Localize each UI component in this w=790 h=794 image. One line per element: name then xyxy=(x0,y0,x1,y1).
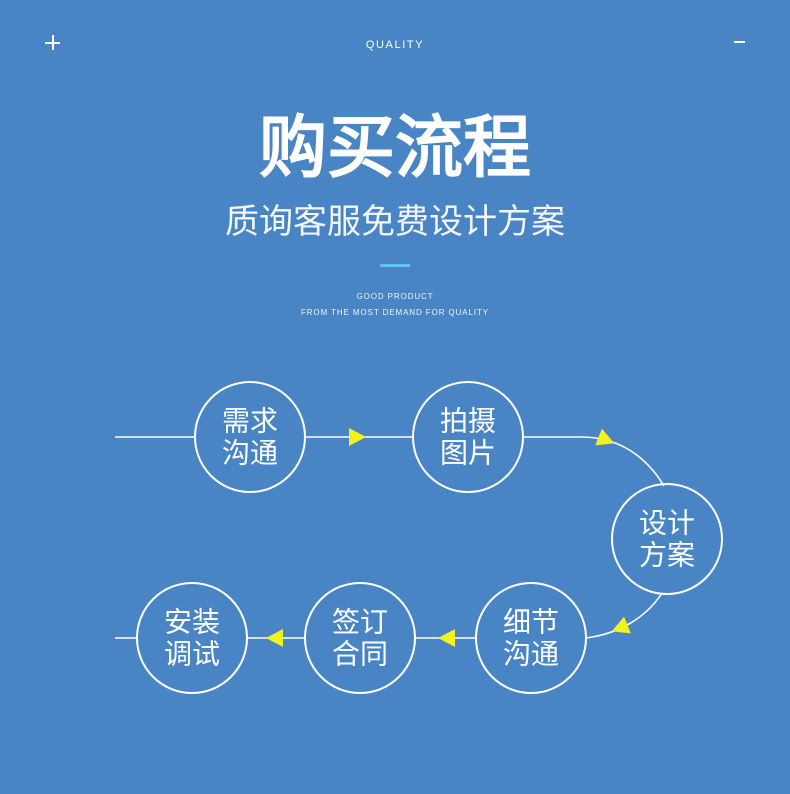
step-label-line2: 合同 xyxy=(332,639,388,670)
step-circle xyxy=(475,582,587,694)
page-subtitle: 质询客服免费设计方案 xyxy=(225,203,565,241)
step-5: 签订 合同 xyxy=(304,582,416,694)
step-label-line2: 图片 xyxy=(440,438,496,469)
step-label-line1: 设计 xyxy=(639,508,695,539)
step-3: 设计 方案 xyxy=(611,483,723,595)
flow-arrow-down-left xyxy=(611,616,631,634)
step-label-line1: 细节 xyxy=(503,607,559,638)
connector-curve xyxy=(585,592,663,639)
step-circle xyxy=(412,381,524,493)
step-label-line2: 沟通 xyxy=(503,639,559,670)
step-circle xyxy=(136,582,248,694)
step-label-line1: 签订 xyxy=(332,607,388,638)
step-label-line2: 方案 xyxy=(639,540,695,571)
tagline-demand-quality: FROM THE MOST DEMAND FOR QUALITY xyxy=(300,308,490,317)
step-4: 细节 沟通 xyxy=(475,582,587,694)
tagline-good-product: GOOD PRODUCT xyxy=(356,292,434,301)
step-6: 安装 调试 xyxy=(136,582,248,694)
step-label-line1: 拍摄 xyxy=(440,406,496,437)
step-2: 拍摄 图片 xyxy=(412,381,524,493)
page-title: 购买流程 xyxy=(258,110,531,186)
minus-icon xyxy=(734,41,745,43)
step-label-line1: 安装 xyxy=(164,607,220,638)
step-circle xyxy=(304,582,416,694)
flow-arrow-right xyxy=(349,428,366,446)
step-circle xyxy=(611,483,723,595)
quality-label: QUALITY xyxy=(365,39,425,51)
accent-divider xyxy=(380,264,410,267)
step-circle xyxy=(194,381,306,493)
step-label-line2: 沟通 xyxy=(222,438,278,469)
flow-arrow-left xyxy=(266,629,283,647)
plus-icon xyxy=(45,35,60,50)
step-1: 需求 沟通 xyxy=(194,381,306,493)
flow-arrow-left xyxy=(438,629,455,647)
step-label-line1: 需求 xyxy=(222,406,278,437)
step-label-line2: 调试 xyxy=(164,639,220,670)
connector-curve xyxy=(523,436,665,487)
flow-arrow-down-right xyxy=(595,428,615,446)
